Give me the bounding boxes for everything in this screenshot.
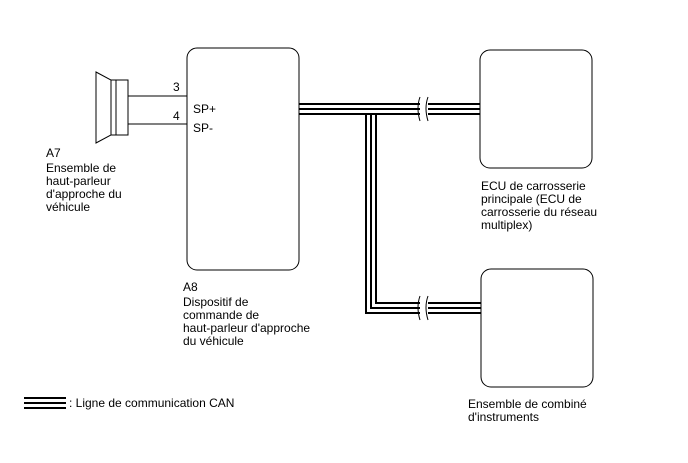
speaker-icon [95,71,129,144]
meter-name: Ensemble de combiné d'instruments [468,397,587,424]
speaker-code: A7 [46,146,61,160]
controller-box [186,47,300,271]
can-bus-branch [365,114,481,314]
legend-text: : Ligne de communication CAN [69,396,235,410]
can-break-top [417,96,429,122]
legend-can-symbol [24,397,66,409]
ecu-body-box [479,49,593,169]
meter-box [480,268,594,388]
controller-name: Dispositif de commande de haut-parleur d… [183,295,311,348]
wire-number-4: 4 [173,109,180,123]
controller-code: A8 [183,280,198,294]
wire-number-3: 3 [173,80,180,94]
can-break-bottom [417,295,429,321]
speaker-name: Ensemble de haut-parleur d'approche du v… [46,161,122,214]
can-bus-top [299,103,480,115]
pin-label-sp-minus: SP- [193,121,214,135]
pin-label-sp-plus: SP+ [193,102,217,116]
ecu-body-name: ECU de carrosserie principale (ECU de ca… [481,179,598,232]
